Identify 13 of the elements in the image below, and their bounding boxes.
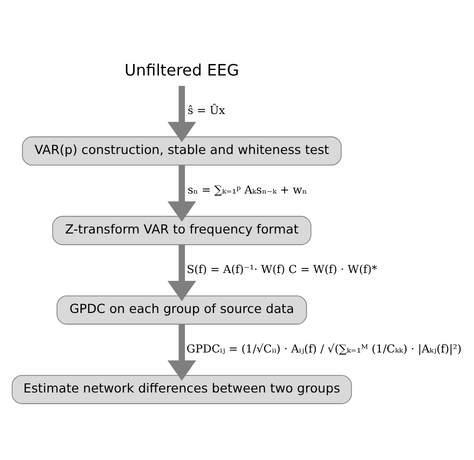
arrow [166,324,196,380]
arrow [166,164,196,222]
edge-label: sₙ = ∑ₖ₌₁ᵖ Aₖsₙ₋ₖ + wₙ [187,183,306,196]
node-box: Estimate network differences between two groups [11,374,352,404]
edge-label: S(f) = A(f)⁻¹· W(f) C = W(f) · W(f)* [186,262,377,276]
arrow [166,244,196,301]
edge-label: GPDCᵢⱼ = (1/√Cᵢᵢ) · Aᵢⱼ(f) / √(∑ₖ₌₁ᴹ (1/Cₖₖ) · |Aₖⱼ(f)|²) [186,342,462,356]
node-box: GPDC on each group of source data [56,294,306,324]
node-box: Z-transform VAR to frequency format [52,215,311,245]
node-text: Unfiltered EEG [124,60,239,79]
edge-label: ŝ = Ûx [187,104,225,117]
node-box: VAR(p) construction, stable and whiteness test [22,136,342,166]
arrow [166,85,196,142]
